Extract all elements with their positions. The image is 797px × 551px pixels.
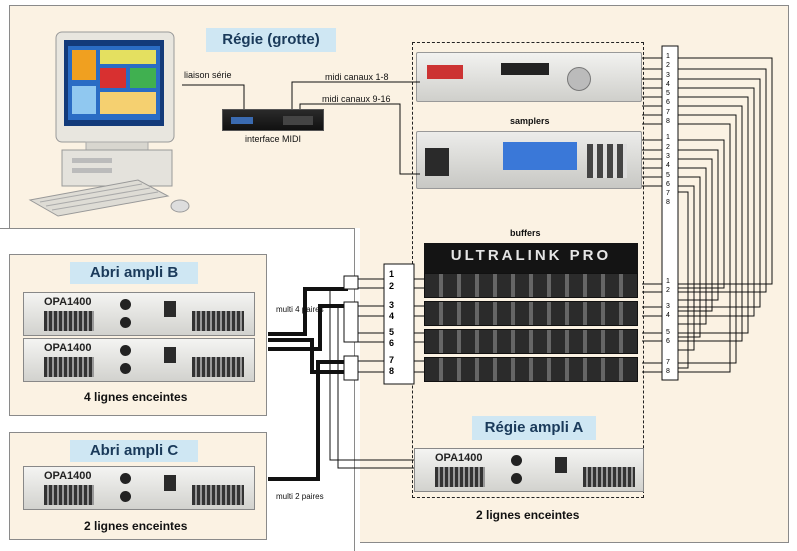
multi-4-pairs-label: multi 4 paires (276, 305, 324, 314)
patch-num: 5 (666, 90, 670, 98)
buffer-brand: ULTRALINK PRO (450, 247, 612, 264)
patch-num: 2 (666, 143, 670, 151)
abri-b-footer: 4 lignes enceintes (84, 390, 188, 404)
patch-num: 8 (666, 368, 670, 375)
regie-grotte-title: Régie (grotte) (206, 28, 336, 52)
patch-num: 1 (666, 278, 670, 285)
patch-num: 7 (666, 190, 670, 198)
amp-brand: OPA1400 (435, 452, 483, 464)
patch-num: 6 (666, 99, 670, 107)
buffer-unit-4 (424, 357, 638, 382)
amp-brand: OPA1400 (44, 342, 92, 354)
amp-brand: OPA1400 (44, 470, 92, 482)
patch-num: 4 (666, 162, 670, 170)
patch-num: 3 (666, 71, 670, 79)
abri-c-title: Abri ampli C (70, 440, 198, 462)
patch-num: 5 (389, 327, 395, 337)
regie-a-footer: 2 lignes enceintes (476, 508, 580, 522)
sampler-1 (416, 52, 642, 102)
midi-channels-1-8-label: midi canaux 1-8 (325, 72, 389, 82)
abri-b-title: Abri ampli B (70, 262, 198, 284)
multi-2-pairs-label: multi 2 paires (276, 492, 324, 501)
patch-num: 7 (389, 355, 395, 365)
patch-num: 6 (666, 338, 670, 345)
patch-num: 1 (666, 53, 670, 60)
computer-illustration (28, 31, 190, 217)
abri-c-footer: 2 lignes enceintes (84, 519, 188, 533)
patch-num: 6 (389, 338, 395, 348)
midi-interface-device (222, 109, 324, 131)
midi-interface-label: interface MIDI (245, 134, 302, 144)
patch-num: 3 (389, 300, 395, 310)
samplers-label: samplers (510, 116, 550, 126)
serial-link-label: liaison série (184, 70, 232, 80)
buffer-unit-3 (424, 329, 638, 354)
patch-num: 4 (666, 80, 670, 88)
amplifier-a1: OPA1400 (414, 448, 644, 492)
amplifier-b2: OPA1400 (23, 338, 255, 382)
patch-num: 1 (666, 134, 670, 142)
patch-num: 1 (389, 269, 395, 279)
buffers-label: buffers (510, 228, 541, 238)
patch-num: 5 (666, 171, 670, 179)
patch-num: 3 (666, 152, 670, 160)
patch-num: 8 (666, 199, 670, 207)
amplifier-b1: OPA1400 (23, 292, 255, 336)
patch-num: 5 (666, 329, 670, 336)
patch-num: 7 (666, 359, 670, 366)
patch-num: 4 (666, 312, 670, 319)
patch-num: 6 (666, 180, 670, 188)
patch-num: 2 (666, 287, 670, 294)
patch-num: 8 (389, 366, 395, 376)
right-patch-numbers-top: 1 2 3 4 5 6 7 8 1 2 3 4 5 6 7 8 (666, 52, 670, 208)
buffer-unit-1 (424, 273, 638, 298)
regie-a-title: Régie ampli A (472, 416, 596, 440)
patch-num: 7 (666, 108, 670, 116)
patch-num: 2 (389, 281, 395, 291)
amplifier-c1: OPA1400 (23, 466, 255, 510)
patch-num: 4 (389, 311, 395, 321)
midi-channels-9-16-label: midi canaux 9-16 (322, 94, 391, 104)
patch-num: 2 (666, 62, 670, 70)
buffer-unit-2 (424, 301, 638, 326)
amp-brand: OPA1400 (44, 296, 92, 308)
patch-num: 3 (666, 303, 670, 310)
sampler-2 (416, 131, 642, 189)
patch-num: 8 (666, 118, 670, 126)
buffer-header: ULTRALINK PRO (424, 243, 638, 273)
